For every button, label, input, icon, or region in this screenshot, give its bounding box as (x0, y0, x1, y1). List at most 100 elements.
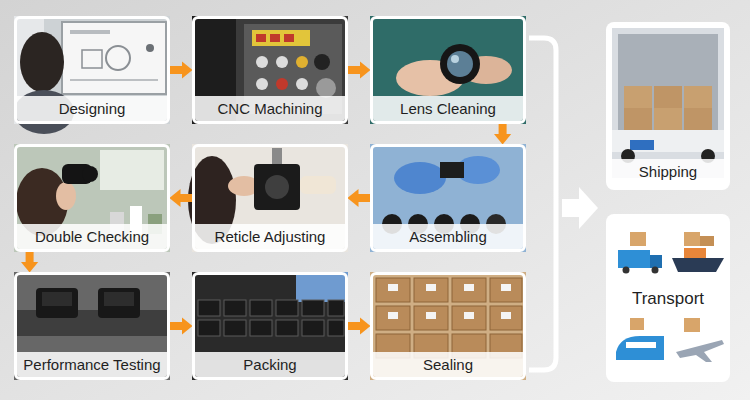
designing-photo-part (106, 46, 130, 70)
process-card: CNC Machining (192, 16, 348, 124)
reticle-adjusting-photo-part (300, 176, 336, 194)
sealing-photo-part-part (452, 278, 486, 302)
sealing-photo-part-part (426, 312, 436, 319)
flow-arrow (170, 322, 182, 330)
step-label: Sealing (373, 352, 523, 377)
sealing-photo-part-part (426, 284, 436, 291)
step-label: Reticle Adjusting (195, 224, 345, 249)
step-label: Transport (606, 286, 730, 311)
packing-photo-part-part (250, 320, 272, 336)
packing-photo-part-part (302, 300, 324, 316)
cnc-photo-part (270, 34, 280, 42)
process-card: Performance Testing (14, 272, 170, 380)
flow-arrow (170, 66, 182, 74)
shipping-photo-part (624, 86, 652, 108)
output-arrow (562, 187, 598, 229)
step-label: Assembling (373, 224, 523, 249)
packing-photo-part-part (276, 320, 298, 336)
reticle-adjusting-photo-part (254, 164, 300, 210)
process-card: Reticle Adjusting (192, 144, 348, 252)
flow-arrow (499, 124, 507, 134)
packing-photo-part-part (224, 320, 246, 336)
process-card: Double Checking (14, 144, 170, 252)
step-label: Designing (17, 96, 167, 121)
transport-icons-part (672, 258, 724, 272)
sealing-photo-part-part (501, 312, 511, 319)
sealing-photo-part-part (464, 312, 474, 319)
lens-cleaning-photo (370, 16, 526, 124)
lens-cleaning-photo-part (447, 51, 473, 77)
cnc-photo-part (276, 56, 288, 68)
process-card: Sealing (370, 272, 526, 380)
double-checking-photo-part (82, 166, 98, 182)
cnc-photo-part (256, 78, 268, 90)
designing-photo-part (146, 44, 154, 52)
transport-icons-part (623, 267, 630, 274)
shipping-photo-part (630, 140, 654, 150)
packing-photo-part-part (302, 320, 324, 336)
transport-icons-part (606, 214, 730, 382)
flow-arrow (358, 194, 370, 202)
double-checking-photo-part (56, 182, 76, 210)
shipping-photo-part (654, 86, 682, 108)
process-card: Packing (192, 272, 348, 380)
cnc-photo (192, 16, 348, 124)
packing-photo-part (296, 272, 348, 302)
lens-cleaning-photo-part (451, 55, 459, 63)
cnc-photo-part (314, 54, 330, 70)
performance-testing-photo-part (36, 288, 78, 318)
transport-icons-part (618, 250, 650, 268)
shipping-photo-part (612, 28, 724, 178)
step-label: Double Checking (17, 224, 167, 249)
process-card: Assembling (370, 144, 526, 252)
transport-icons-part (652, 267, 659, 274)
assembling-photo (370, 144, 526, 252)
shipping-photo-part (684, 108, 712, 130)
transport-icons-part (684, 248, 706, 258)
shipping-photo-part (618, 34, 718, 130)
packing-photo-part-part (224, 300, 246, 316)
double-checking-photo (14, 144, 170, 252)
packing-photo-part-part (328, 320, 344, 336)
cnc-photo-part (256, 56, 268, 68)
step-label: Shipping (612, 159, 724, 184)
sealing-photo-part-part (464, 284, 474, 291)
shipping-photo-part (624, 108, 652, 130)
transport-card: Transport (606, 214, 730, 382)
cnc-photo-part (284, 34, 294, 42)
assembling-photo-part (394, 162, 446, 194)
packing-photo (192, 272, 348, 380)
reticle-adjusting-photo-part (265, 175, 289, 199)
shipping-photo-part (654, 108, 682, 130)
performance-testing-photo-part (104, 292, 134, 306)
process-card: Designing (14, 16, 170, 124)
packing-photo-part (192, 272, 348, 380)
cnc-photo-part (256, 34, 266, 42)
sealing-photo-part-part (501, 284, 511, 291)
step-label: Packing (195, 352, 345, 377)
transport-icons (606, 214, 730, 382)
reticle-adjusting-photo-part (272, 148, 282, 164)
sealing-photo-part (370, 272, 526, 380)
packing-photo-part-part (198, 320, 220, 336)
designing-photo-part (62, 22, 166, 94)
performance-testing-photo-part (14, 272, 170, 380)
designing-photo-part (70, 79, 158, 81)
packing-photo-part-part (328, 300, 344, 316)
transport-icons-part (684, 318, 700, 332)
performance-testing-photo-part (98, 288, 140, 318)
cnc-photo-part (276, 78, 288, 90)
designing-photo-part (14, 16, 170, 124)
flow-arrow (180, 194, 192, 202)
designing-photo-part (70, 30, 110, 34)
flow-arrow (348, 66, 360, 74)
shipping-card: Shipping (606, 22, 730, 190)
transport-icons-part (616, 336, 664, 360)
sealing-photo-part-part (414, 278, 448, 302)
transport-icons-part (626, 342, 656, 348)
transport-icons-part (630, 232, 646, 246)
assembling-photo-part (440, 162, 464, 178)
process-card: Lens Cleaning (370, 16, 526, 124)
